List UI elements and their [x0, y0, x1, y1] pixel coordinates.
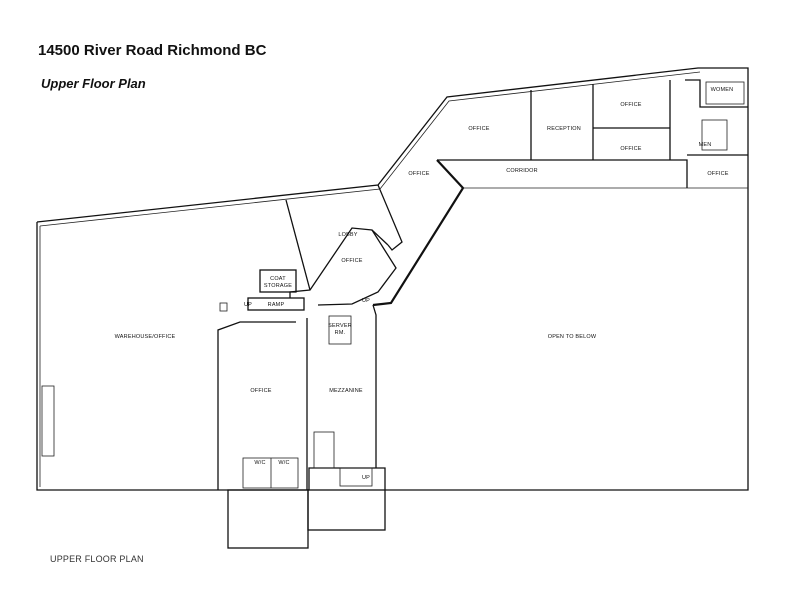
- label-office-2: OFFICE: [620, 102, 641, 108]
- label-coat-storage-1: COAT: [270, 276, 286, 282]
- office-6-wall: [289, 227, 389, 298]
- west-block: [41, 269, 377, 490]
- label-corridor: CORRIDOR: [506, 168, 538, 174]
- ramp-box: [247, 297, 305, 311]
- label-warehouse: WAREHOUSE/OFFICE: [115, 334, 176, 340]
- diagonal-corridor-walls: [285, 159, 748, 307]
- office-7-west-wall: [217, 321, 296, 490]
- north-offices: [530, 79, 748, 160]
- server-room: [328, 315, 352, 345]
- plan-caption: UPPER FLOOR PLAN: [50, 554, 144, 564]
- corridor-diagonal-outer: [372, 159, 465, 307]
- label-ramp: RAMP: [268, 302, 285, 308]
- women-room: [705, 81, 745, 105]
- men-room: [701, 119, 728, 151]
- office-5-wall: [377, 184, 403, 251]
- mezzanine-stair: [313, 431, 335, 469]
- label-office-1: OFFICE: [468, 126, 489, 132]
- label-lobby: LOBBY: [338, 232, 357, 238]
- corridor-north-wall: [437, 159, 688, 188]
- mezzanine-east-wall: [372, 304, 377, 468]
- label-men: MEN: [699, 142, 712, 148]
- plan-title: Upper Floor Plan: [41, 76, 146, 91]
- label-office-7: OFFICE: [250, 388, 271, 394]
- south-stair: [339, 467, 373, 487]
- label-women: WOMEN: [711, 87, 734, 93]
- lobby-west-wall: [285, 199, 311, 291]
- label-up-2: UP: [362, 298, 370, 304]
- label-up-1: UP: [244, 302, 252, 308]
- stair-shaft-box: [227, 489, 309, 549]
- label-office-5: OFFICE: [408, 171, 429, 177]
- room-labels: OFFICE RECEPTION OFFICE OFFICE WOMEN MEN…: [115, 87, 734, 481]
- label-up-3: UP: [362, 475, 370, 481]
- coat-storage-box: [259, 269, 297, 293]
- west-stair: [41, 385, 55, 457]
- lower-box: [307, 489, 386, 531]
- label-office-3: OFFICE: [620, 146, 641, 152]
- label-wc-2: W/C: [278, 460, 289, 466]
- outer-wall-inner-line: [39, 71, 701, 227]
- washroom-wall: [685, 79, 748, 108]
- label-coat-storage-2: STORAGE: [264, 283, 292, 289]
- plan-address: 14500 River Road Richmond BC: [38, 42, 267, 59]
- outer-wall: [36, 67, 749, 491]
- label-server-2: RM.: [335, 330, 346, 336]
- label-reception: RECEPTION: [547, 126, 581, 132]
- label-wc-1: W/C: [254, 460, 265, 466]
- column: [219, 302, 228, 312]
- label-server-1: SERVER: [328, 323, 352, 329]
- label-office-4: OFFICE: [707, 171, 728, 177]
- label-office-6: OFFICE: [341, 258, 362, 264]
- label-mezzanine: MEZZANINE: [329, 388, 363, 394]
- washroom-block: [242, 457, 299, 489]
- exterior-walls: [36, 67, 749, 549]
- office-6-south-wall: [317, 229, 397, 306]
- label-open-to-below: OPEN TO BELOW: [548, 334, 597, 340]
